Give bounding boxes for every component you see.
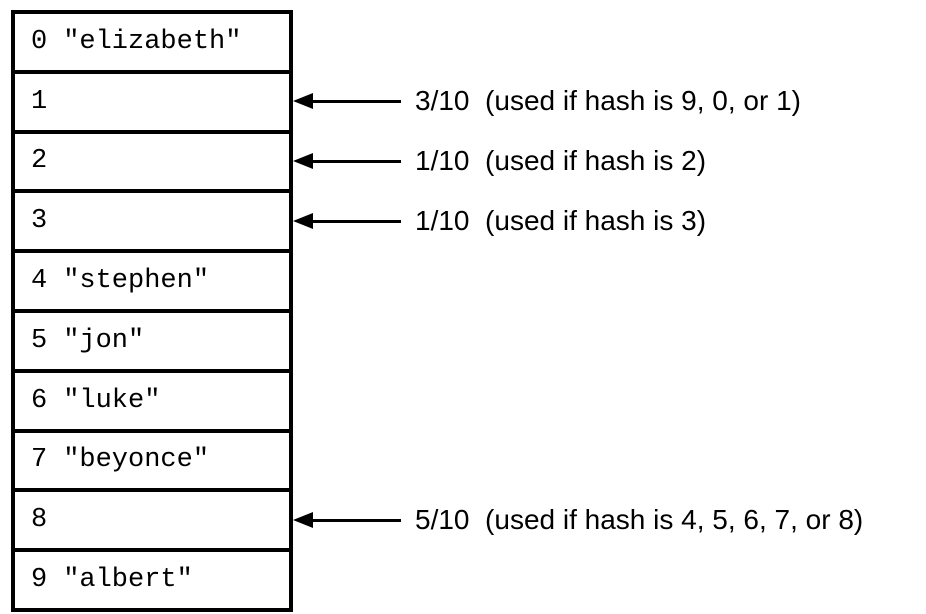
slot-index: 9 (31, 565, 48, 596)
slot-value: "elizabeth" (63, 26, 242, 57)
probability-label: 1/10 (used if hash is 3) (415, 205, 707, 236)
hash-table: 0 "elizabeth" 1 2 3 4 "stephen" 5 "jon" 6 "l… (11, 10, 293, 612)
slot-value: "jon" (63, 325, 145, 356)
table-slot-9: 9 "albert" (15, 548, 289, 608)
slot-value: "luke" (63, 385, 161, 416)
slot-value: "stephen" (63, 266, 210, 297)
table-slot-7: 7 "beyonce" (15, 428, 289, 489)
slot-index: 7 (31, 445, 48, 476)
slot-index: 6 (31, 385, 48, 416)
probability-label: 5/10 (used if hash is 4, 5, 6, 7, or 8) (415, 504, 864, 535)
slot-value: "beyonce" (63, 445, 210, 476)
table-slot-4: 4 "stephen" (15, 249, 289, 309)
table-slot-5: 5 "jon" (15, 308, 289, 369)
arrow-left-icon (293, 146, 401, 176)
slot-value: "albert" (63, 565, 193, 596)
pointer-slot-3: 1/10 (used if hash is 3) (293, 205, 707, 236)
slot-index: 3 (31, 206, 48, 237)
pointer-slot-2: 1/10 (used if hash is 2) (293, 145, 707, 176)
arrow-left-icon (293, 206, 401, 236)
probability-label: 1/10 (used if hash is 2) (415, 145, 707, 176)
probability-label: 3/10 (used if hash is 9, 0, or 1) (415, 85, 801, 116)
table-slot-8: 8 (15, 488, 289, 548)
table-slot-3: 3 (15, 189, 289, 249)
pointer-slot-8: 5/10 (used if hash is 4, 5, 6, 7, or 8) (293, 504, 864, 535)
table-slot-6: 6 "luke" (15, 368, 289, 429)
arrow-left-icon (293, 505, 401, 535)
arrow-left-icon (293, 86, 401, 116)
slot-index: 2 (31, 146, 48, 177)
slot-index: 5 (31, 325, 48, 356)
table-slot-0: 0 "elizabeth" (15, 14, 289, 70)
table-slot-1: 1 (15, 69, 289, 130)
slot-index: 8 (31, 505, 48, 536)
slot-index: 1 (31, 86, 48, 117)
slot-index: 0 (31, 26, 48, 57)
pointer-slot-1: 3/10 (used if hash is 9, 0, or 1) (293, 85, 801, 116)
table-slot-2: 2 (15, 129, 289, 190)
slot-index: 4 (31, 266, 48, 297)
